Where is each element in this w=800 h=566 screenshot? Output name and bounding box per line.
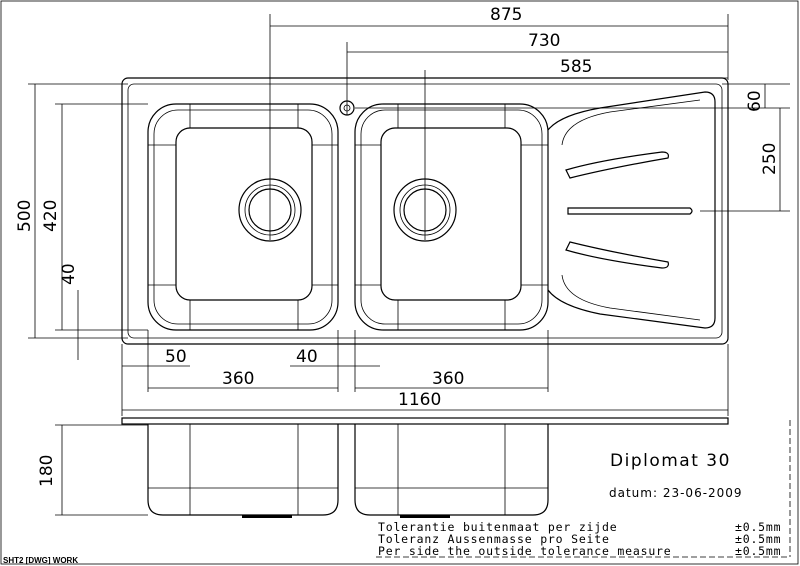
tolerance-text-en: Per side the outside tolerance measure — [378, 544, 672, 558]
tolerance-value-en: ±0.5mm — [735, 544, 781, 558]
sink-side-view — [121, 417, 729, 518]
dim-360-right: 360 — [432, 369, 464, 389]
dim-500: 500 — [15, 200, 35, 232]
left-bowl — [147, 103, 339, 331]
dim-180: 180 — [37, 455, 57, 487]
dim-60: 60 — [745, 90, 765, 112]
tolerance-value-de: ±0.5mm — [735, 532, 781, 546]
dimension-lines — [28, 14, 790, 516]
dim-40: 40 — [296, 347, 318, 367]
sheet-tag: SHT2 [DWG] WORK — [3, 556, 78, 565]
dim-360-left: 360 — [222, 369, 254, 389]
dim-420: 420 — [41, 200, 61, 232]
dim-730: 730 — [528, 31, 560, 51]
tolerance-notes: Tolerantie buitenmaat per zijde ±0.5mm T… — [376, 420, 791, 558]
tolerance-value-nl: ±0.5mm — [735, 520, 781, 534]
drawing-date: datum: 23-06-2009 — [609, 486, 743, 500]
tolerance-text-de: Toleranz Aussenmasse pro Seite — [378, 532, 610, 546]
dim-1160: 1160 — [398, 390, 441, 410]
drawing-title: Diplomat 30 — [610, 451, 731, 471]
dim-585: 585 — [560, 57, 592, 77]
tolerance-text-nl: Tolerantie buitenmaat per zijde — [378, 520, 617, 534]
dim-250: 250 — [760, 143, 780, 175]
right-bowl — [354, 103, 549, 331]
dim-875: 875 — [490, 5, 522, 25]
dim-50: 50 — [165, 347, 187, 367]
dim-40-left: 40 — [59, 263, 79, 285]
drainboard — [547, 91, 716, 329]
